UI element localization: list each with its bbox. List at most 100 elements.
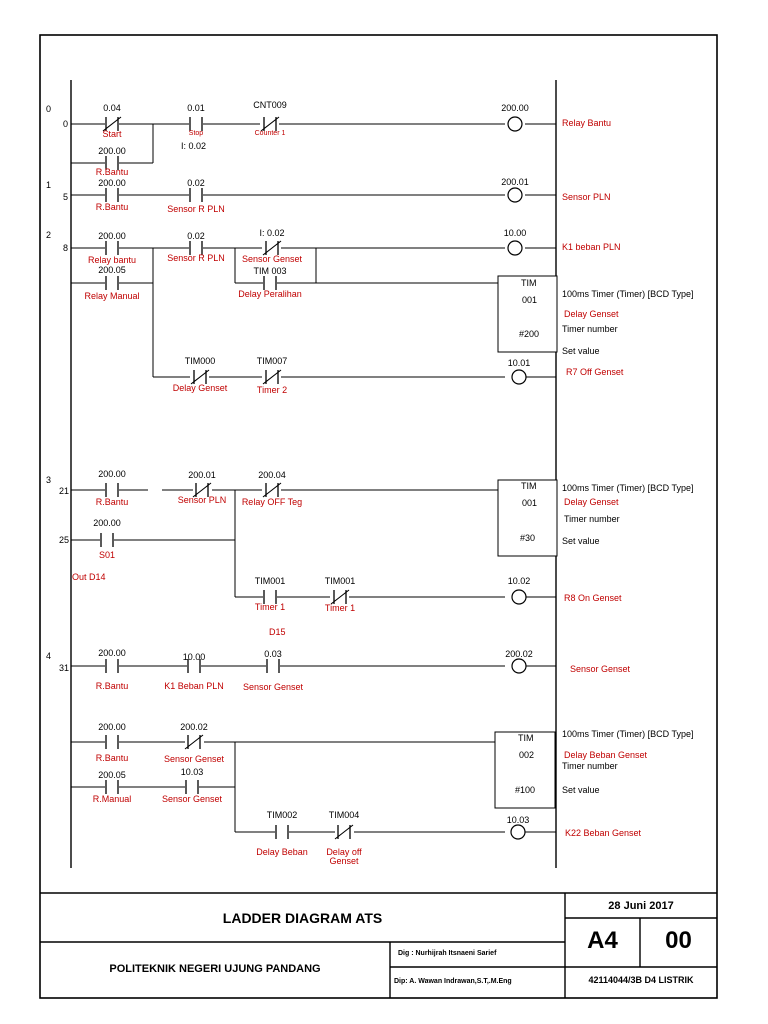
contact-address: 0.01 (187, 103, 205, 113)
rung-number: 1 (46, 180, 51, 190)
sheet-border (39, 34, 718, 999)
contact-label: Delay off (326, 847, 362, 857)
contact-address: CNT009 (253, 100, 287, 110)
rung-number: 4 (46, 651, 51, 661)
timer-annotations: 100ms Timer (Timer) [BCD Type] Delay Gen… (562, 289, 694, 795)
contact-label: Sensor R PLN (167, 204, 225, 214)
contact-label: R.Bantu (96, 681, 129, 691)
contact-address: 200.01 (188, 470, 216, 480)
nc-slash (334, 824, 354, 840)
coil-address: 10.02 (508, 576, 531, 586)
coil-address: 200.01 (501, 177, 529, 187)
contact-label: R.Bantu (96, 202, 129, 212)
timer-name: Delay Genset (564, 309, 619, 319)
contact-address: TIM000 (185, 356, 216, 366)
no-contact: 200.00R.Bantu (96, 146, 129, 177)
coil-symbol (510, 824, 526, 840)
timer-blocks: TIM 001 #200 TIM 001 #30 TIM 002 #100 (494, 275, 558, 809)
no-contact: 200.00R.Bantu (96, 469, 129, 507)
contact-label: R.Bantu (96, 167, 129, 177)
contact-address: 200.00 (98, 722, 126, 732)
coil-symbol (511, 658, 527, 674)
timer-head: TIM (521, 481, 537, 491)
no-contact: 200.00R.Bantu (96, 178, 129, 212)
contact-address: 200.05 (98, 265, 126, 275)
timer-head: TIM (521, 278, 537, 288)
coil-address: 10.01 (508, 358, 531, 368)
contact-label: Timer 1 (255, 602, 285, 612)
drawing-code: 42114044/3B D4 LISTRIK (588, 975, 694, 985)
coil-label: K1 beban PLN (562, 242, 621, 252)
step-address: 8 (63, 243, 68, 253)
contact-address: 0.02 (187, 231, 205, 241)
set-value-label: Set value (562, 346, 600, 356)
timer-number: 001 (522, 498, 537, 508)
wires (71, 123, 556, 833)
rung-numbers: 0 0 1 5 2 8 3 21 25 4 31 (46, 104, 69, 673)
coil-label: Relay Bantu (562, 118, 611, 128)
contact-label: Delay Beban (256, 847, 308, 857)
timer-description: 100ms Timer (Timer) [BCD Type] (562, 289, 694, 299)
contact-label: S01 (99, 550, 115, 560)
contact-label: R.Manual (93, 794, 132, 804)
contact-address: 200.00 (93, 518, 121, 528)
coil-address: 200.02 (505, 649, 533, 659)
institution-name: POLITEKNIK NEGERI UJUNG PANDANG (109, 963, 321, 975)
timer-head: TIM (518, 733, 534, 743)
timer-set-value: #30 (520, 533, 535, 543)
nc-slash (190, 369, 210, 385)
contact-address: 10.00 (183, 652, 206, 662)
timer-number: 002 (519, 750, 534, 760)
nc-slash (262, 240, 282, 256)
contact-label: Start (102, 129, 122, 139)
coil-address: 200.00 (501, 103, 529, 113)
contact-label: Timer 1 (325, 603, 355, 613)
timer-description: 100ms Timer (Timer) [BCD Type] (562, 729, 694, 739)
step-address: 5 (63, 192, 68, 202)
contact-address: TIM007 (257, 356, 288, 366)
step-address: 21 (59, 486, 69, 496)
contact-address: 200.00 (98, 648, 126, 658)
contact-address: 10.03 (181, 767, 204, 777)
coil-address: 10.00 (504, 228, 527, 238)
contact-label: Delay Peralihan (238, 289, 302, 299)
nc-slash (330, 589, 350, 605)
output-coil: 10.00 K1 beban PLN (504, 228, 621, 256)
contact-address: I: 0.02 (259, 228, 284, 238)
sheet-number: 00 (665, 927, 692, 954)
nc-slash (260, 116, 280, 132)
title-block (40, 892, 717, 998)
contact-label: Relay bantu (88, 255, 136, 265)
timer-name: Delay Genset (564, 497, 619, 507)
contact-label: Relay Manual (84, 291, 139, 301)
set-value-label: Set value (562, 785, 600, 795)
no-contact: 10.00 K1 Beban PLN (164, 652, 224, 691)
timer-block (494, 731, 556, 809)
drawn-by: Dig : Nurhijrah Itsnaeni Sarief (398, 950, 497, 957)
step-address: 31 (59, 663, 69, 673)
contact-address: 200.00 (98, 178, 126, 188)
contact-label: K1 Beban PLN (164, 681, 224, 691)
no-contact: 200.05R.Manual (93, 770, 132, 804)
contact-label: Sensor Genset (242, 254, 303, 264)
nc-slash (192, 482, 212, 498)
notes: I: 0.02 Out D14 D15 (72, 141, 286, 637)
contact-address: TIM004 (329, 810, 360, 820)
timer-number-label: Timer number (564, 514, 620, 524)
output-note: Out D14 (72, 572, 106, 582)
nc-slash (262, 369, 282, 385)
